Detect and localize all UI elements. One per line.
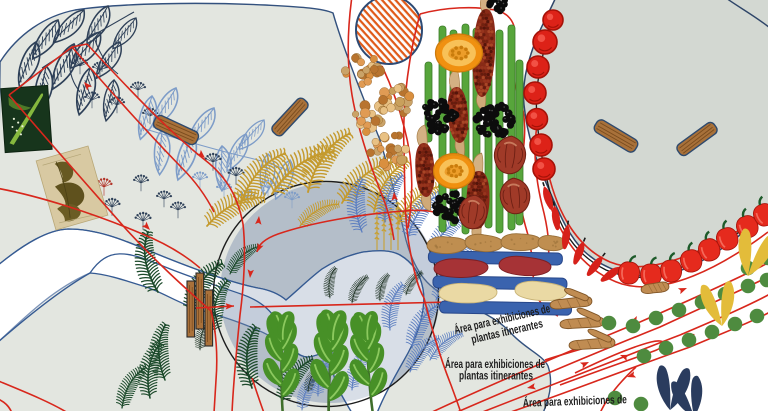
svg-text:Área para exhibiciones de: Área para exhibiciones de [445, 357, 545, 371]
svg-text:Área para exhibiciones de: Área para exhibiciones de [523, 392, 628, 410]
svg-text:plantas itinerantes: plantas itinerantes [459, 369, 533, 383]
